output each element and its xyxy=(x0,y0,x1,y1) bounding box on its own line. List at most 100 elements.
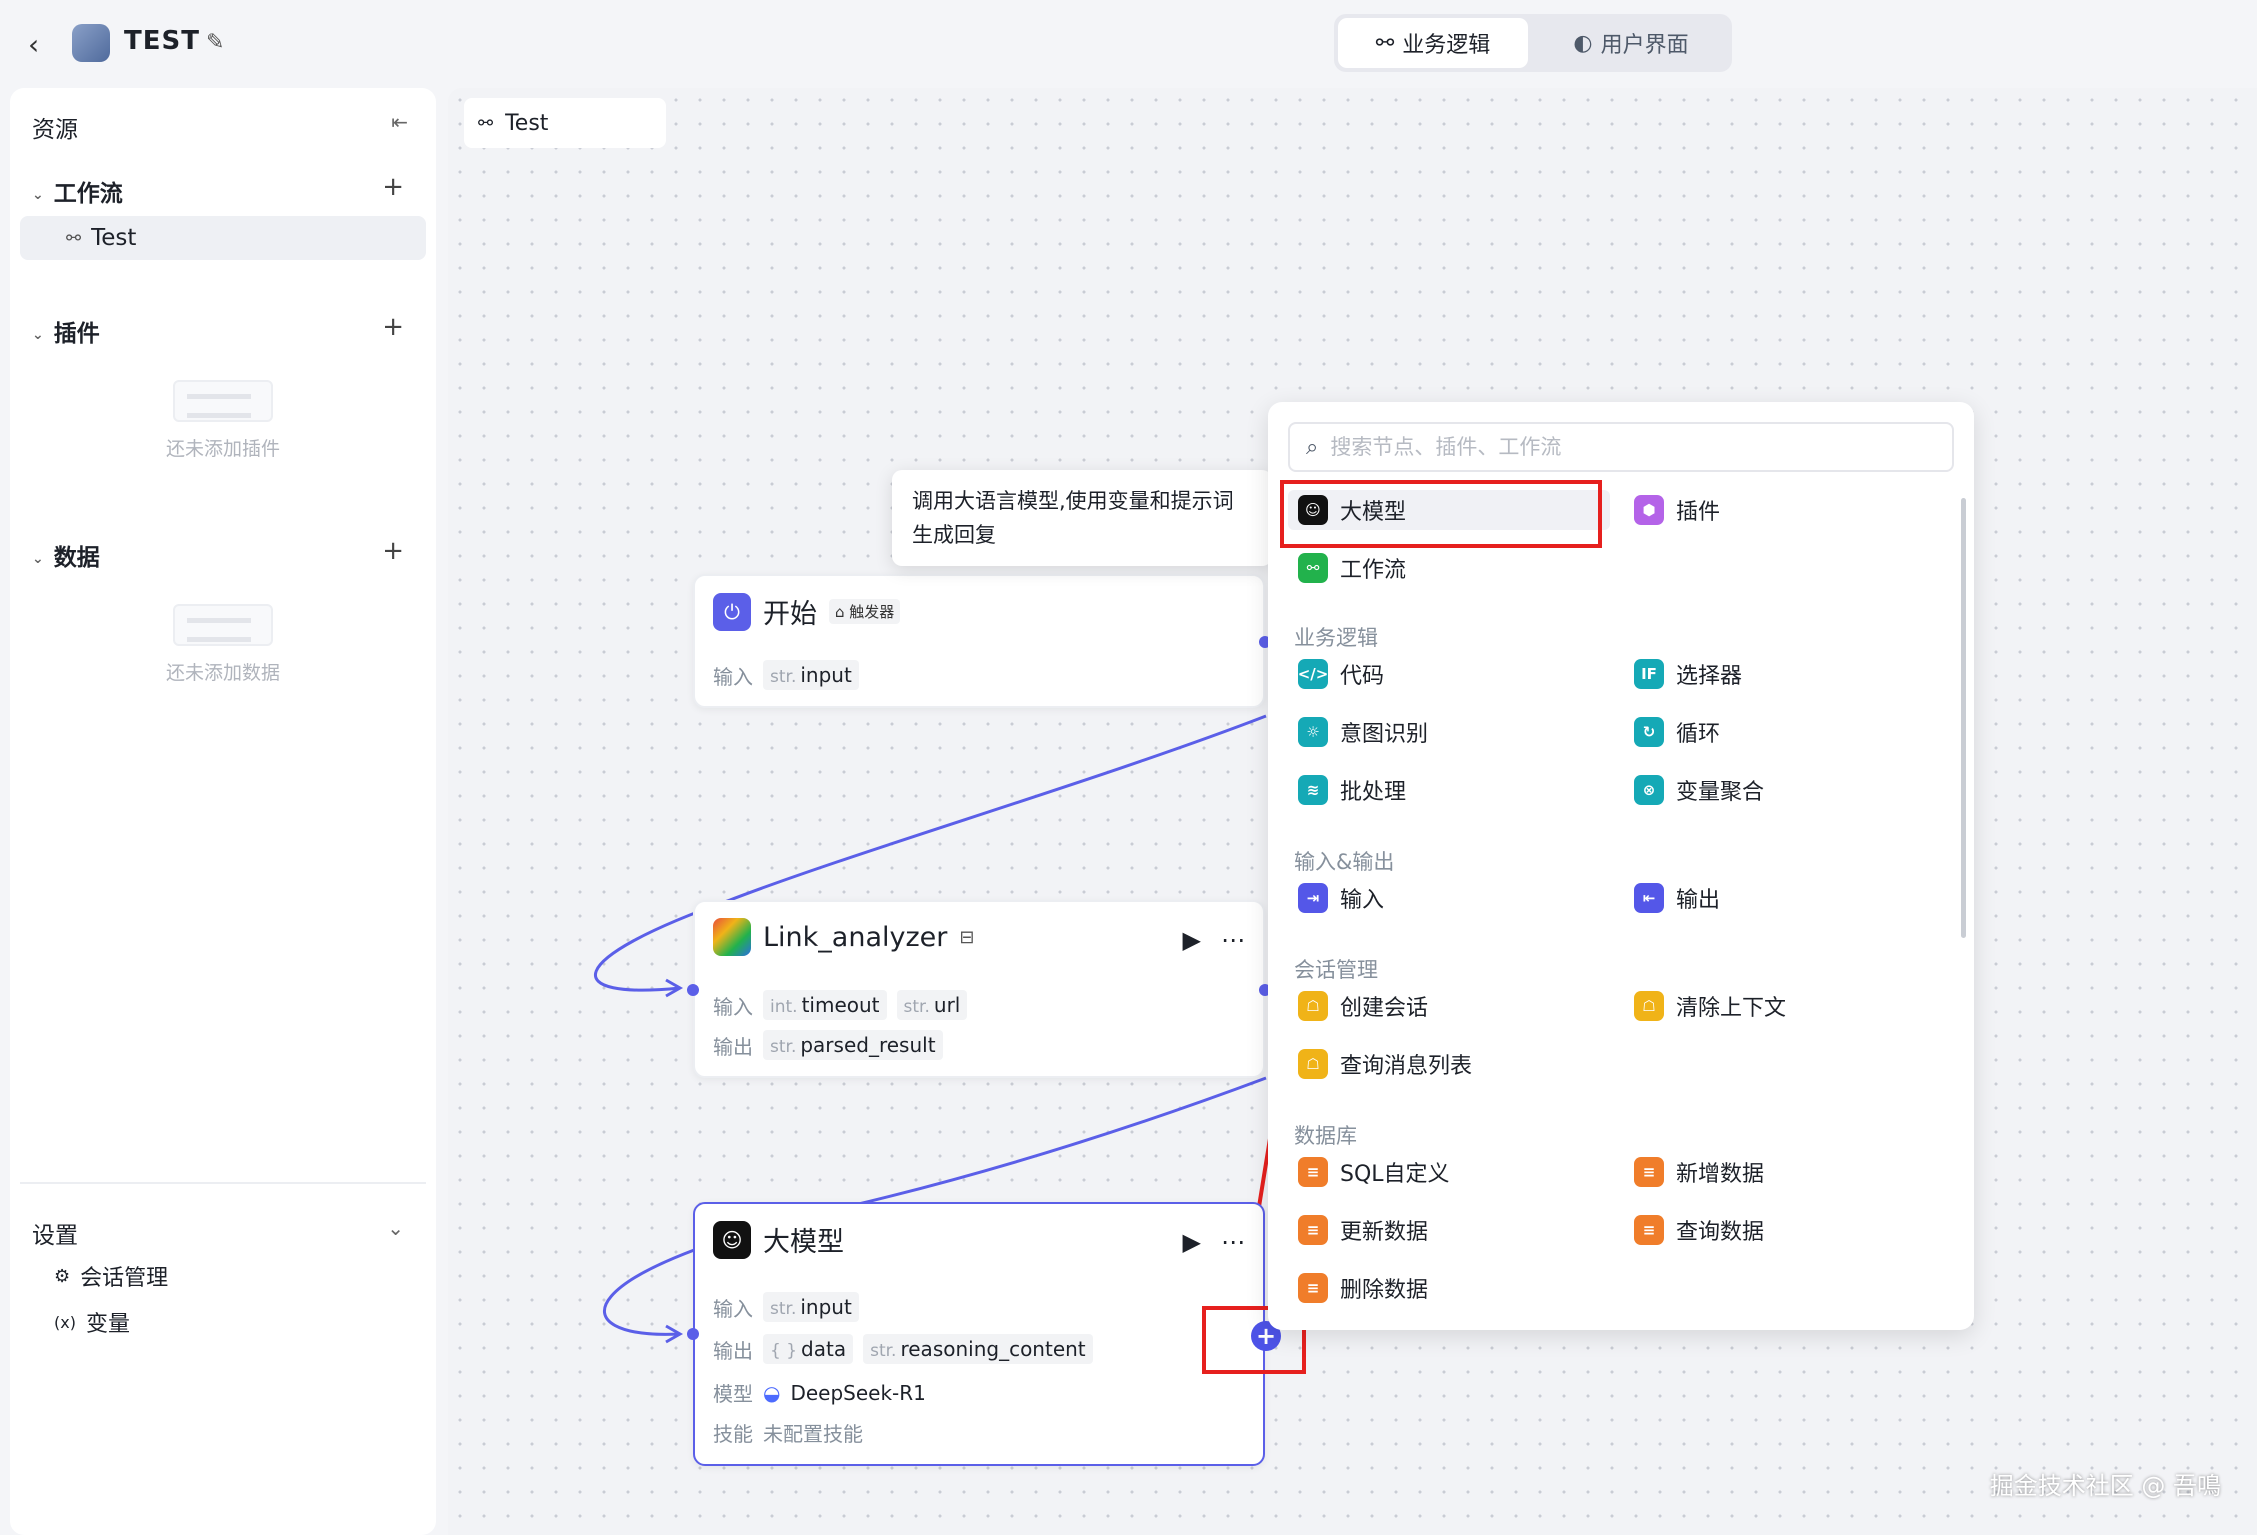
category-title: 会话管理 xyxy=(1294,958,1378,982)
tab-business-logic[interactable]: ⚯ 业务逻辑 xyxy=(1338,18,1528,68)
sidebar-title: 资源 xyxy=(32,117,78,143)
loop-icon: ↻ xyxy=(1634,717,1664,747)
chevron-down-icon[interactable]: ⌄ xyxy=(387,1216,404,1240)
panel-item-label: 工作流 xyxy=(1340,558,1407,583)
panel-item-clear-context[interactable]: ☖清除上下文 xyxy=(1624,986,1786,1026)
param-name: url xyxy=(933,993,961,1017)
row-label: 输入 xyxy=(713,994,753,1019)
panel-item-code[interactable]: </>代码 xyxy=(1288,654,1384,694)
settings-item-variable[interactable]: (x) 变量 xyxy=(54,1306,130,1338)
panel-item-aggregate[interactable]: ⊗ 变量聚合 xyxy=(1624,770,1764,810)
panel-item-workflow[interactable]: ⚯ 工作流 xyxy=(1288,548,1588,588)
panel-item-llm[interactable]: ☺ 大模型 xyxy=(1288,490,1610,530)
aggregate-icon: ⊗ xyxy=(1634,775,1664,805)
panel-item-label: 变量聚合 xyxy=(1676,780,1765,805)
add-workflow-button[interactable]: + xyxy=(382,172,404,202)
node-actions: ▶ ⋯ xyxy=(1183,926,1245,954)
add-plugin-button[interactable]: + xyxy=(382,312,404,342)
chevron-down-icon: ⌄ xyxy=(32,326,44,343)
node-start[interactable]: ⏻ 开始 ⌂ 触发器 输入 str.input xyxy=(693,574,1265,708)
panel-item-label: 意图识别 xyxy=(1340,722,1429,747)
code-icon: </> xyxy=(1298,659,1328,689)
database-delete-icon: ≡ xyxy=(1298,1273,1328,1303)
empty-text: 还未添加插件 xyxy=(165,438,280,460)
panel-item-insert-data[interactable]: ≡新增数据 xyxy=(1624,1152,1764,1192)
llm-icon: ☺ xyxy=(713,1220,751,1259)
panel-item-query-data[interactable]: ≡查询数据 xyxy=(1624,1210,1764,1250)
param-tag: { }data xyxy=(763,1334,854,1364)
chevron-left-icon[interactable]: ‹ xyxy=(28,28,40,61)
node-search-field[interactable]: ⌕ xyxy=(1288,422,1954,472)
node-llm[interactable]: ☺ 大模型 ▶ ⋯ 输入 str.input 输出 { }data str.re… xyxy=(693,1202,1265,1466)
settings-item-label: 会话管理 xyxy=(80,1266,169,1291)
chat-add-icon: ☖ xyxy=(1298,991,1328,1021)
more-icon[interactable]: ⋯ xyxy=(1221,1228,1245,1256)
param-name: parsed_result xyxy=(800,1033,936,1057)
llm-icon: ☺ xyxy=(1298,495,1328,525)
input-port[interactable] xyxy=(687,1328,699,1340)
panel-item-intent[interactable]: ☼意图识别 xyxy=(1288,712,1428,752)
panel-item-update-data[interactable]: ≡更新数据 xyxy=(1288,1210,1428,1250)
chat-settings-icon: ⚙ xyxy=(54,1265,71,1287)
add-data-button[interactable]: + xyxy=(382,536,404,566)
canvas-tab-test[interactable]: ⚯ Test xyxy=(464,98,666,148)
skill-value: 未配置技能 xyxy=(763,1422,863,1446)
panel-item-delete-data[interactable]: ≡ 删除数据 xyxy=(1288,1268,1428,1308)
top-bar: ‹ TEST ✎ ⚯ 业务逻辑 ◐ 用户界面 xyxy=(0,0,2257,88)
panel-scrollbar[interactable] xyxy=(1961,498,1966,938)
more-icon[interactable]: ⋯ xyxy=(1221,926,1245,954)
run-icon[interactable]: ▶ xyxy=(1182,926,1201,954)
panel-item-batch[interactable]: ≋批处理 xyxy=(1288,770,1406,810)
resource-sidebar: 资源 ⇤ ⌄工作流 + ⚯ Test ⌄插件 + 还未添加插件 ⌄数据 + 还未… xyxy=(10,88,436,1535)
chat-list-icon: ☖ xyxy=(1298,1049,1328,1079)
edge-start-to-link xyxy=(594,714,1267,992)
row-label: 输出 xyxy=(713,1338,753,1363)
section-label: 数据 xyxy=(53,545,100,571)
panel-item-label: 删除数据 xyxy=(1340,1278,1429,1303)
node-link-analyzer[interactable]: Link_analyzer ⊟ ▶ ⋯ 输入 int.timeout str.u… xyxy=(693,900,1265,1078)
panel-item-query-messages[interactable]: ☖查询消息列表 xyxy=(1288,1044,1472,1084)
add-node-button[interactable]: + xyxy=(1251,1321,1281,1351)
database-add-icon: ≡ xyxy=(1634,1157,1664,1187)
node-header: ☺ 大模型 xyxy=(713,1220,844,1259)
collapse-sidebar-icon[interactable]: ⇤ xyxy=(391,110,408,134)
input-port[interactable] xyxy=(687,984,699,996)
panel-item-input[interactable]: ⇥输入 xyxy=(1288,878,1384,918)
settings-title: 设置 xyxy=(32,1223,78,1249)
workflow-icon: ⚯ xyxy=(1375,30,1395,56)
settings-item-label: 变量 xyxy=(85,1312,130,1337)
sidebar-item-test[interactable]: ⚯ Test xyxy=(20,216,426,260)
edit-icon[interactable]: ✎ xyxy=(206,30,225,55)
annotation-box-add xyxy=(1202,1306,1306,1374)
workflow-icon: ⚯ xyxy=(1298,553,1328,583)
param-tag: str.input xyxy=(763,660,859,690)
palette-icon: ◐ xyxy=(1573,30,1593,56)
chevron-down-icon: ⌄ xyxy=(32,186,44,203)
panel-item-sql[interactable]: ≡SQL自定义 xyxy=(1288,1152,1450,1192)
row-label: 输出 xyxy=(713,1034,753,1059)
tab-label: 用户界面 xyxy=(1600,33,1689,58)
sidebar-item-label: Test xyxy=(91,225,137,251)
settings-item-session[interactable]: ⚙ 会话管理 xyxy=(54,1260,168,1292)
section-plugin[interactable]: ⌄插件 xyxy=(32,314,100,348)
node-outputs: 输出 { }data str.reasoning_content xyxy=(713,1334,1093,1364)
variable-icon: (x) xyxy=(54,1312,76,1332)
node-header: Link_analyzer ⊟ xyxy=(713,918,974,956)
plugin-empty-state: 还未添加插件 xyxy=(10,380,436,461)
deepseek-icon: ◒ xyxy=(763,1380,781,1405)
trigger-badge: ⌂ 触发器 xyxy=(829,599,901,624)
panel-item-label: 插件 xyxy=(1676,500,1721,525)
run-icon[interactable]: ▶ xyxy=(1182,1228,1201,1256)
panel-item-plugin[interactable]: ⬢ 插件 xyxy=(1624,490,1924,530)
param-type: int. xyxy=(770,997,798,1017)
node-title: Link_analyzer xyxy=(763,921,948,953)
panel-item-loop[interactable]: ↻循环 xyxy=(1624,712,1720,752)
search-input[interactable] xyxy=(1330,435,1891,459)
section-workflow[interactable]: ⌄工作流 xyxy=(32,174,123,208)
panel-item-create-session[interactable]: ☖创建会话 xyxy=(1288,986,1428,1026)
section-data[interactable]: ⌄数据 xyxy=(32,538,100,572)
panel-item-output[interactable]: ⇤输出 xyxy=(1624,878,1720,918)
tab-user-interface[interactable]: ◐ 用户界面 xyxy=(1534,18,1728,68)
